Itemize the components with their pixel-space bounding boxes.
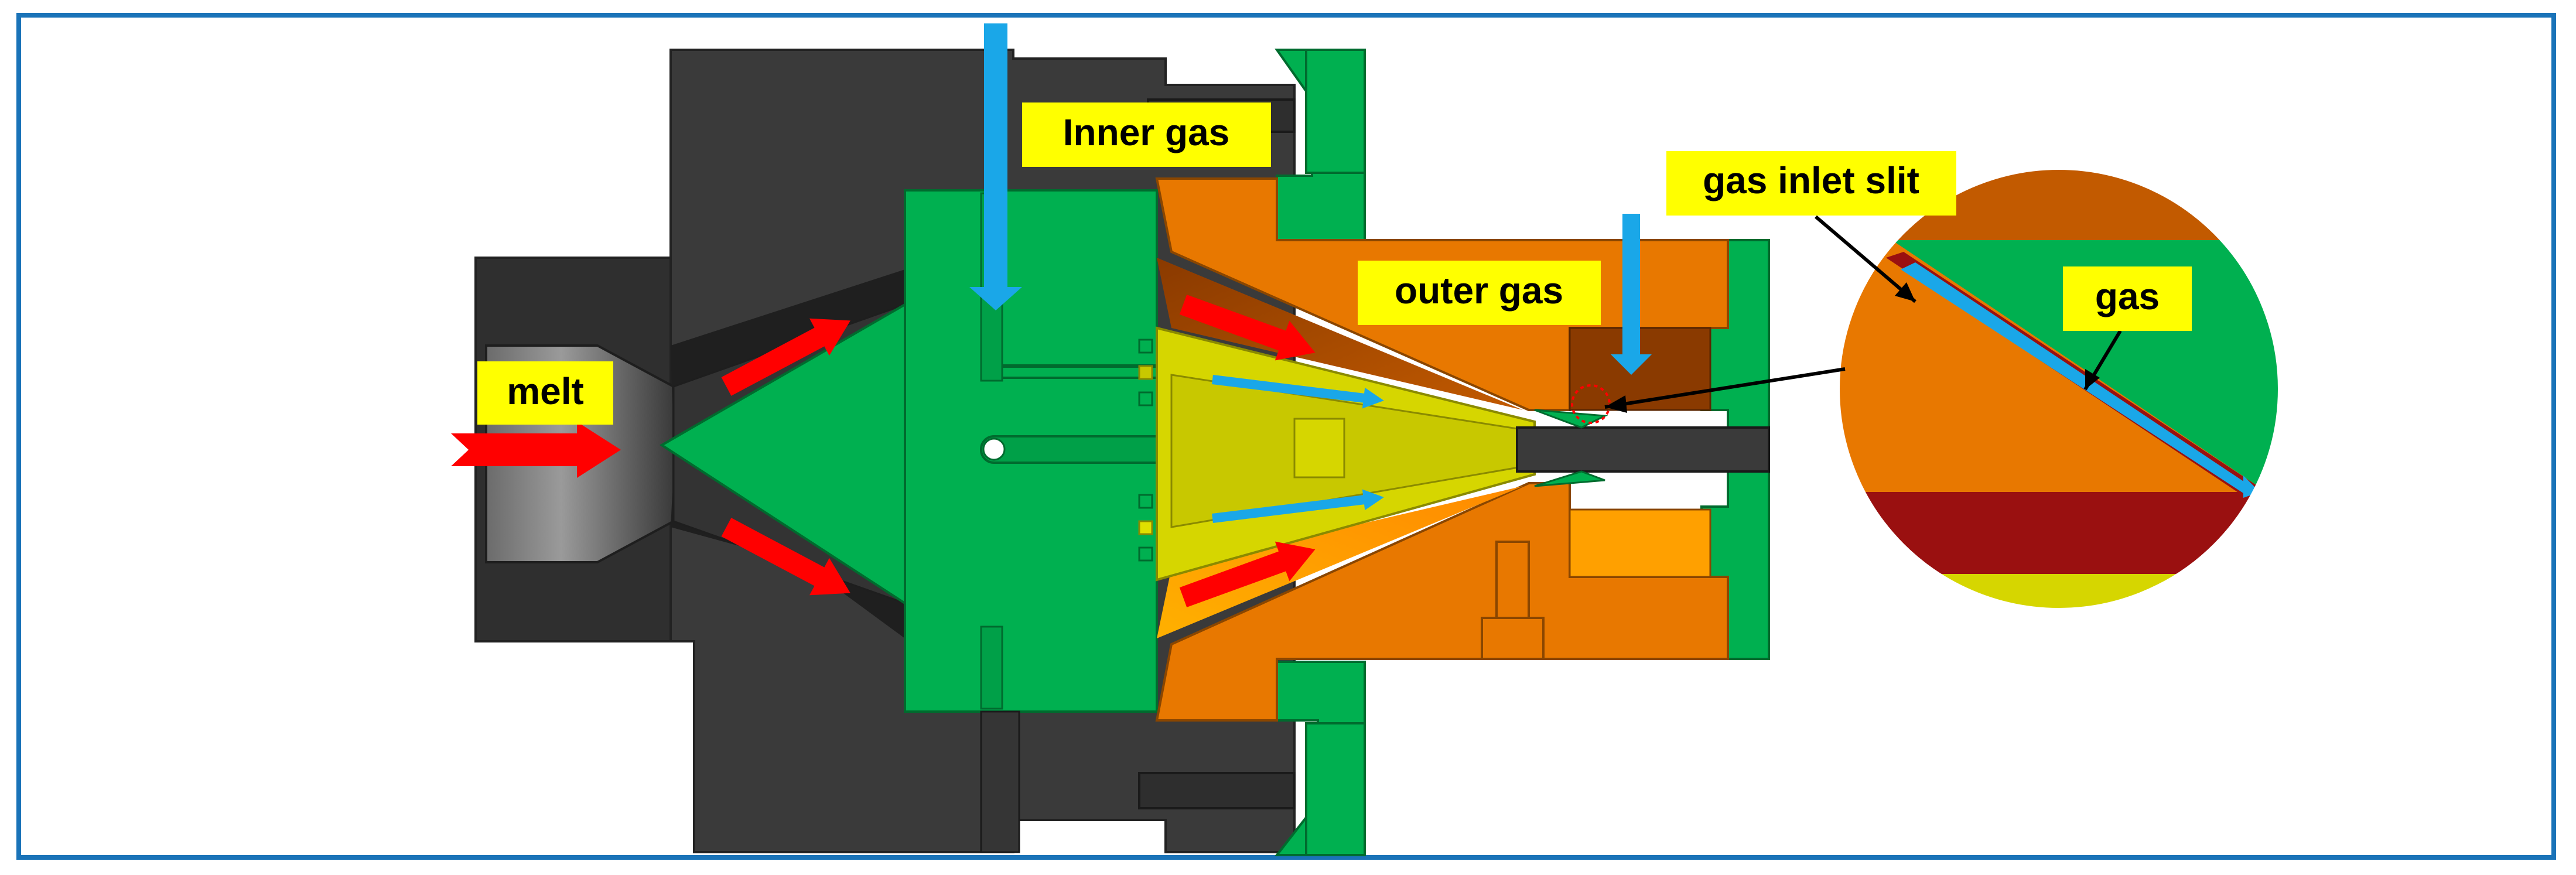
label-melt: melt xyxy=(477,361,613,425)
melt-arrow-lower-die xyxy=(1179,541,1316,607)
slit-highlight-circle xyxy=(1571,384,1611,424)
zoom-detail-circle xyxy=(1836,166,2281,611)
label-gas-inlet-slit: gas inlet slit xyxy=(1666,151,1956,216)
melt-arrow-upper-die xyxy=(1179,295,1316,361)
svg-text:Inner gas: Inner gas xyxy=(1063,111,1230,153)
melt-inlet-arrow xyxy=(451,422,621,478)
orange-die-body xyxy=(1155,177,1729,722)
label-inner-gas: Inner gas xyxy=(1022,102,1271,167)
outer-gas-down-arrow xyxy=(1611,214,1652,375)
extrudate-exit xyxy=(1516,384,1770,487)
svg-text:gas inlet slit: gas inlet slit xyxy=(1703,159,1919,201)
gas-arrow-lower xyxy=(1212,489,1384,523)
melt-flow-arrows xyxy=(451,295,1316,607)
label-outer-gas: outer gas xyxy=(1358,261,1601,325)
label-gas: gas xyxy=(2063,266,2192,331)
leader-lines xyxy=(1604,215,2122,413)
svg-text:outer gas: outer gas xyxy=(1395,269,1563,312)
melt-arrow-lower xyxy=(721,518,850,596)
inner-gas-down-arrow xyxy=(969,23,1022,310)
gas-arrow-upper xyxy=(1212,375,1384,409)
svg-text:melt: melt xyxy=(507,370,584,412)
svg-text:gas: gas xyxy=(2095,275,2160,317)
melt-arrow-upper xyxy=(721,318,850,396)
gas-flow-arrows xyxy=(969,23,1652,523)
